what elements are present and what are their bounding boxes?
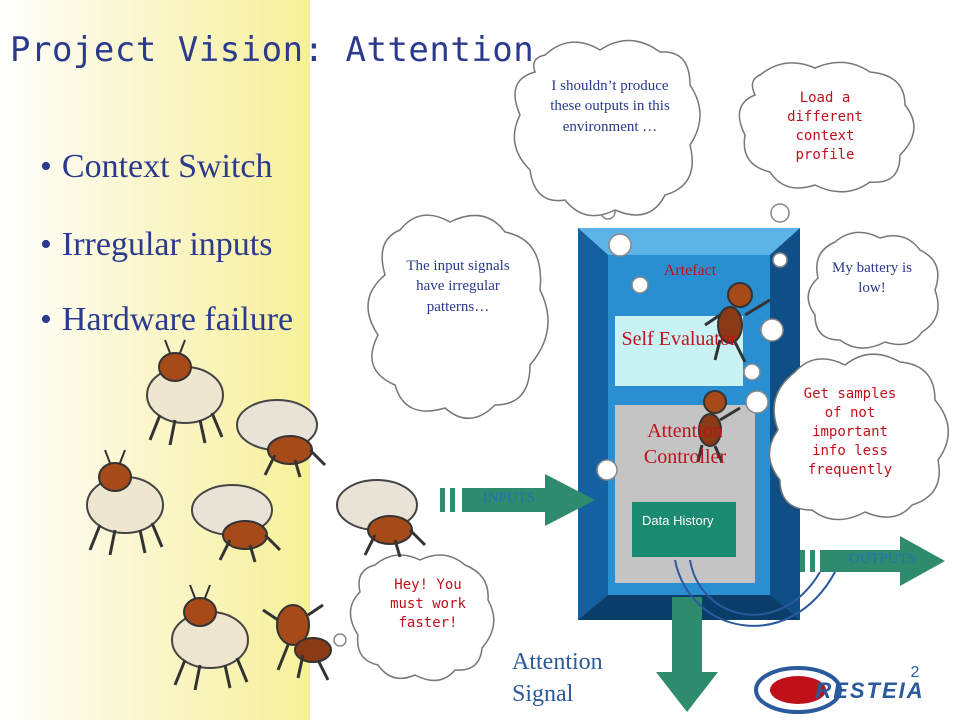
bullet-irregular-inputs: Irregular inputs: [40, 226, 273, 264]
attention-controller-label: Attention Controller: [643, 420, 727, 468]
page-number: 2: [910, 664, 920, 681]
artefact-label: Artefact: [663, 262, 717, 279]
worker-ants-group: [86, 339, 427, 691]
slide-title: Project Vision: Attention: [10, 30, 535, 70]
outputs-arrow: [800, 536, 945, 586]
cloud-shouldnt-produce-text: I shouldn’t produce these outputs in thi…: [550, 78, 670, 135]
data-history-label: Data History: [642, 513, 714, 528]
oresteia-logo: [754, 666, 842, 714]
cloud-input-signals-text: The input signals have irregular pattern…: [406, 258, 510, 315]
cloud-samples-text: Get samples of not important info less f…: [803, 386, 897, 478]
attention-signal-arrow: [656, 597, 718, 712]
data-history-box: [632, 502, 736, 557]
inputs-label: INPUTS: [482, 490, 536, 506]
outputs-label: OUTPUTS: [848, 551, 917, 567]
feedback-curve-arrow: [689, 559, 821, 616]
evaluator-ants: [696, 282, 771, 463]
cloud-input-signals: [367, 214, 549, 419]
logo-text: RESTEIA: [815, 678, 925, 703]
cloud-work-faster-text: Hey! You must work faster!: [390, 577, 466, 631]
cloud-load-profile: [738, 61, 915, 193]
attention-signal-label: Attention Signal: [512, 649, 603, 708]
bullet-context-switch: Context Switch: [40, 148, 273, 186]
self-evaluator-label: Self Evaluator: [621, 328, 737, 350]
cloud-samples: [768, 353, 950, 521]
cloud-battery-text: My battery is low!: [832, 260, 912, 297]
inputs-arrow: [440, 474, 595, 526]
cloud-battery: [807, 231, 939, 349]
cloud-shouldnt-produce: [513, 39, 701, 217]
bullet-hardware-failure: Hardware failure: [40, 301, 293, 339]
thought-bubble-dots: [333, 203, 790, 647]
cloud-load-profile-text: Load a different context profile: [787, 90, 863, 163]
cloud-work-faster: [349, 554, 495, 682]
slide-background-gradient: [0, 0, 310, 720]
